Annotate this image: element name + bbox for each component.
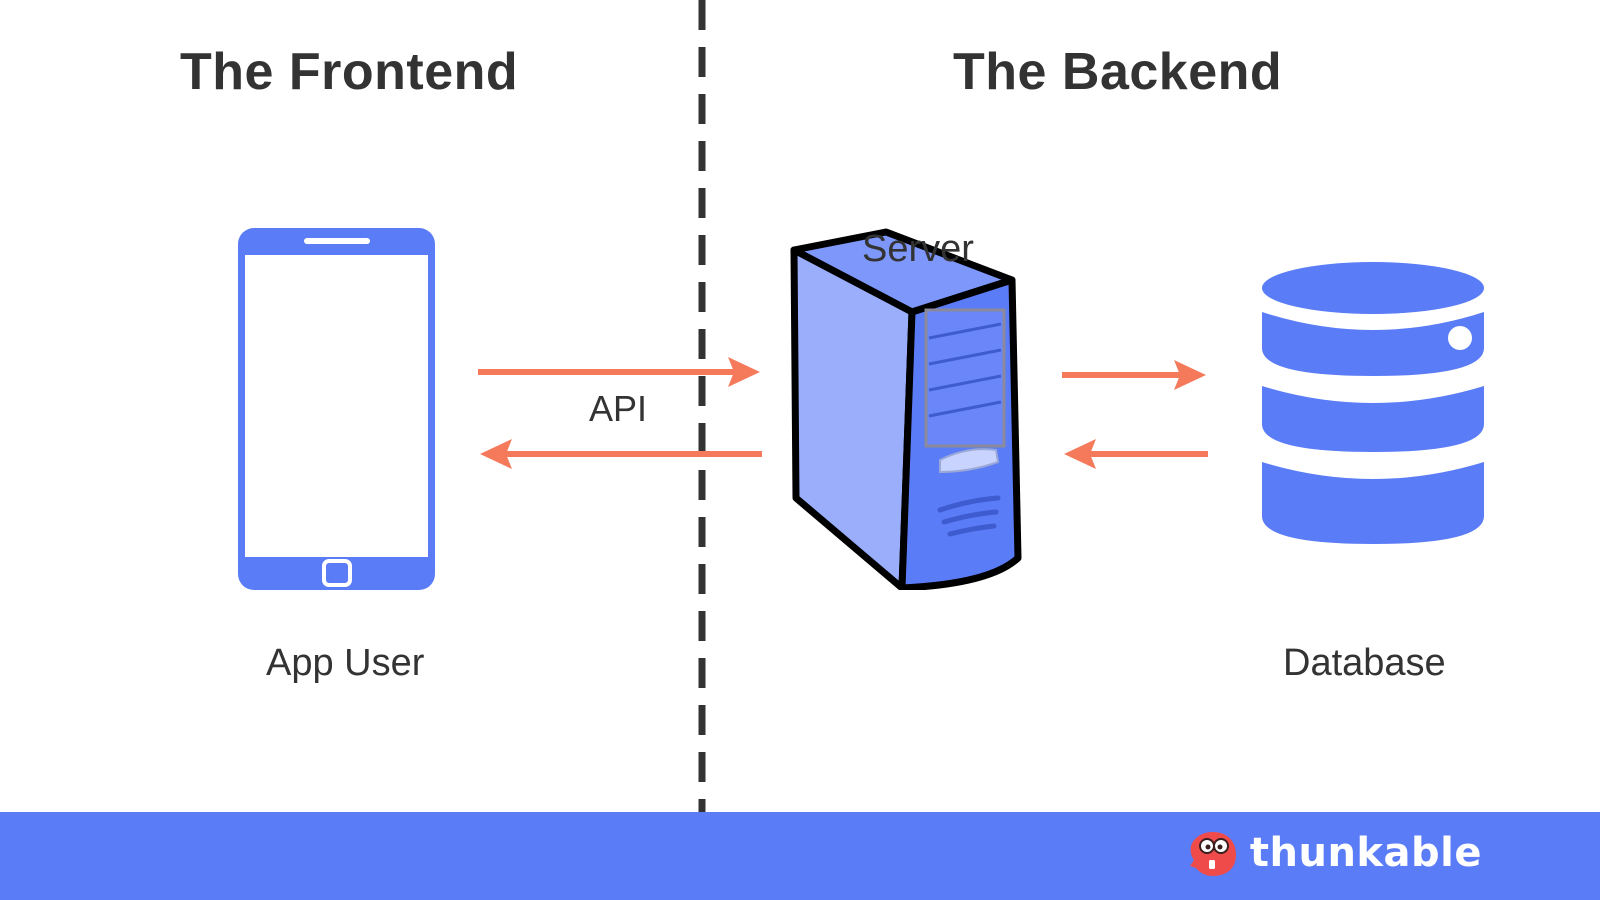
api-request-arrow: [478, 357, 760, 387]
server-tower-icon: [790, 228, 1022, 590]
api-response-arrow: [480, 439, 762, 469]
app-user-label: App User: [266, 642, 425, 684]
backend-heading: The Backend: [953, 43, 1283, 101]
api-label: API: [589, 388, 648, 429]
brand-logo[interactable]: thunkable: [1186, 826, 1482, 880]
database-response-arrow: [1064, 439, 1208, 469]
footer-bar: thunkable: [0, 812, 1600, 900]
smartphone-icon: [238, 228, 435, 590]
brand-name: thunkable: [1249, 830, 1482, 876]
server-label: Server: [862, 228, 974, 270]
database-icon: [1262, 262, 1484, 544]
database-label: Database: [1283, 642, 1446, 684]
frontend-heading: The Frontend: [180, 43, 519, 101]
thunkable-logo-icon: [1189, 832, 1236, 876]
section-divider: [698, 0, 706, 812]
database-request-arrow: [1062, 360, 1206, 390]
